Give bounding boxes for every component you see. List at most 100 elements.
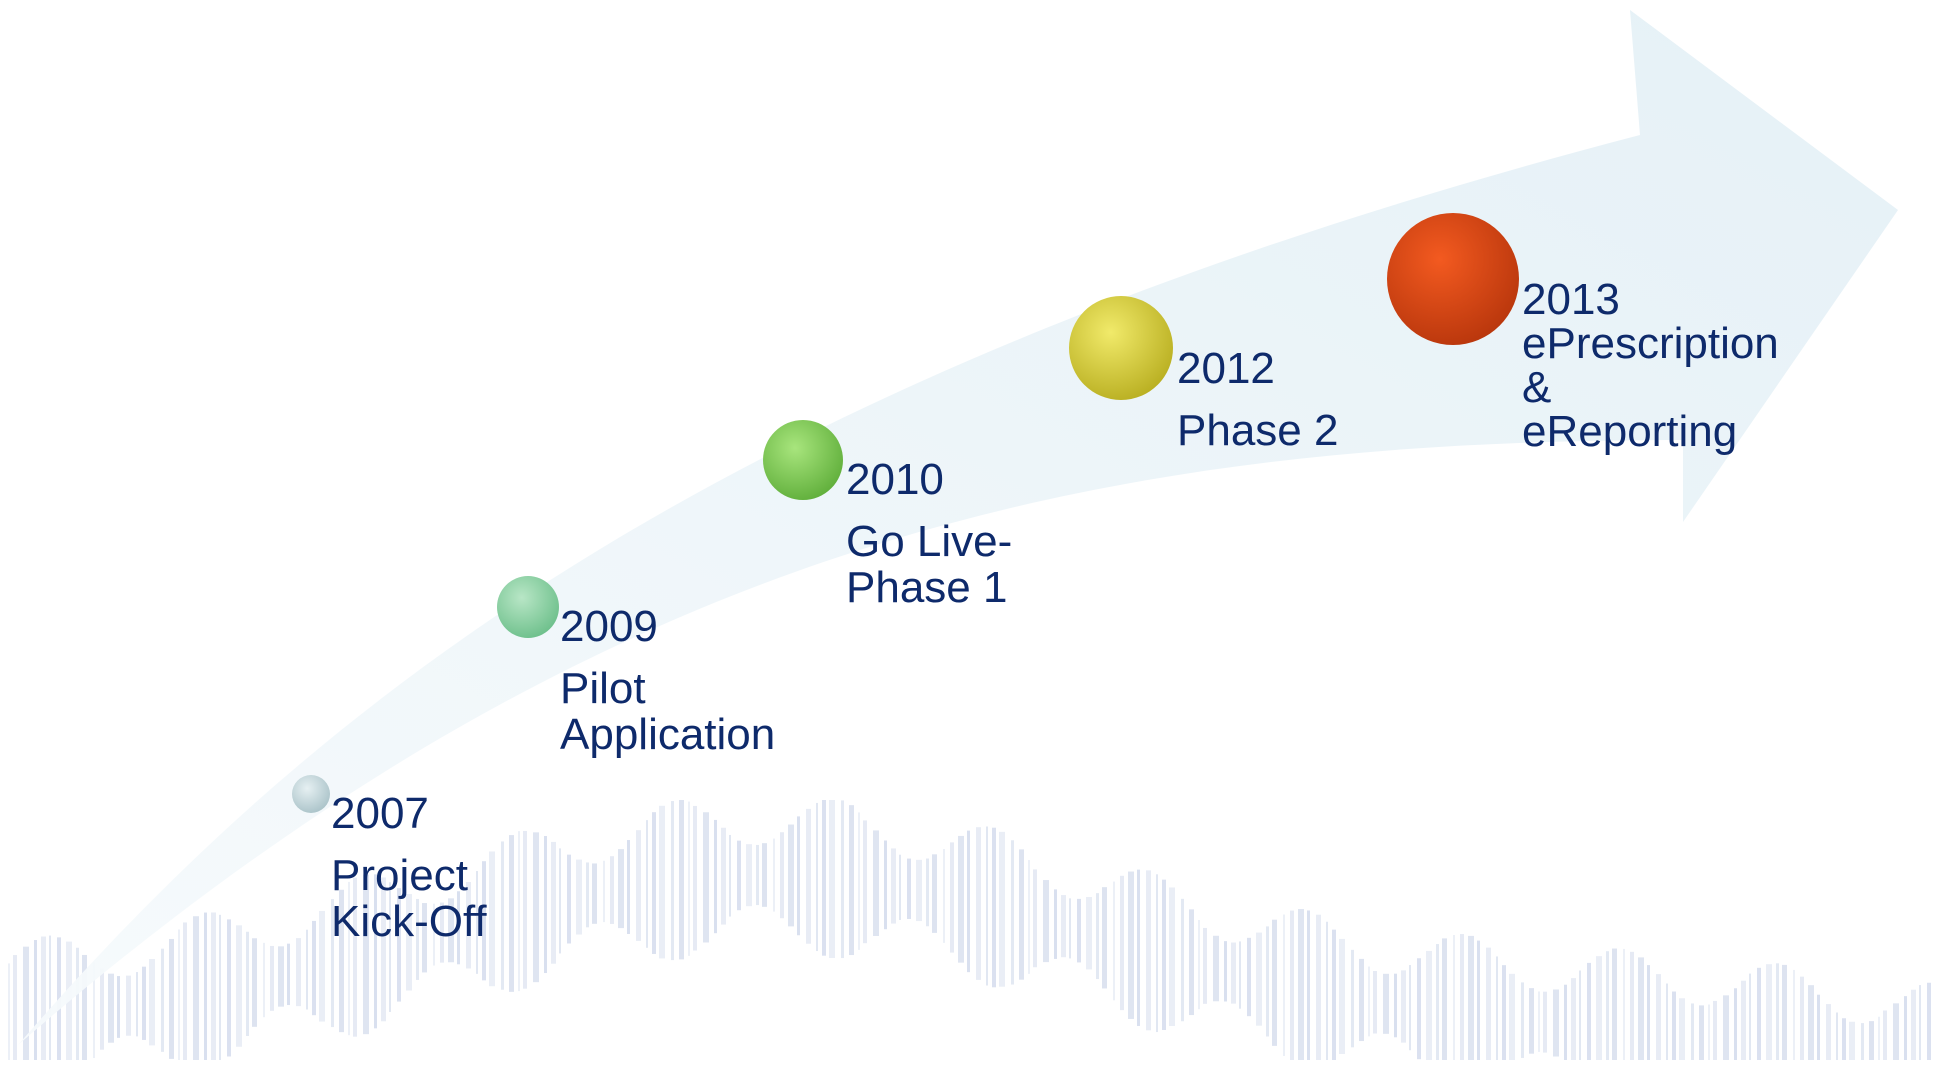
barcode-stripe: [1028, 860, 1030, 974]
barcode-stripe: [1436, 944, 1439, 1060]
milestone-2007: 2007 Project Kick-Off: [331, 791, 487, 945]
barcode-stripe: [416, 898, 419, 980]
barcode-stripe: [1069, 898, 1071, 959]
barcode-stripe: [986, 826, 988, 986]
barcode-stripe: [926, 858, 929, 927]
barcode-stripe: [671, 801, 674, 961]
barcode-stripe: [1699, 1005, 1704, 1060]
barcode-stripe: [1290, 910, 1294, 1060]
barcode-stripe: [1553, 989, 1559, 1057]
barcode-stripe: [1102, 887, 1107, 989]
barcode-stripe: [976, 827, 981, 980]
milestone-year: 2013: [1522, 275, 1620, 324]
barcode-stripe: [482, 861, 486, 981]
barcode-stripe: [992, 827, 996, 988]
barcode-stripe: [397, 888, 401, 1002]
milestone-year: 2012: [1177, 344, 1275, 393]
barcode-stripe: [816, 802, 818, 952]
barcode-stripe: [1630, 951, 1634, 1060]
barcode-stripe: [1723, 995, 1729, 1060]
barcode-stripe: [907, 858, 911, 919]
barcode-stripe: [246, 931, 249, 1036]
barcode-stripe: [1666, 983, 1668, 1060]
barcode-stripe: [1911, 989, 1916, 1060]
barcode-stripe: [858, 812, 860, 950]
barcode-stripe: [737, 840, 741, 911]
barcode-stripe: [1054, 889, 1057, 959]
barcode-stripe: [1496, 956, 1498, 1060]
barcode-stripe: [1776, 963, 1779, 1060]
barcode-stripe: [627, 840, 630, 934]
barcode-stripe: [1146, 870, 1151, 1031]
barcode-stripe: [1757, 967, 1761, 1060]
barcode-stripe: [319, 910, 325, 1022]
barcode-stripe: [1239, 941, 1241, 1009]
barcode-stripe: [1113, 881, 1115, 1001]
barcode-stripe: [1368, 966, 1370, 1037]
barcode-stripe: [1486, 947, 1491, 1060]
barcode-stripe: [1453, 935, 1455, 1060]
barcode-stripe: [646, 820, 648, 948]
barcode-stripe: [1224, 941, 1227, 1002]
barcode-stripe: [501, 841, 504, 990]
barcode-stripe: [287, 943, 290, 1006]
barcode-stripe: [76, 947, 79, 1060]
barcode-stripe: [1417, 958, 1421, 1060]
barcode-stripe: [1019, 849, 1024, 980]
barcode-stripe: [1033, 869, 1037, 968]
barcode-stripe: [1256, 932, 1262, 1026]
milestone-2012-dot: [1069, 296, 1173, 400]
barcode-stripe: [1878, 1016, 1880, 1060]
barcode-stripe: [652, 812, 656, 954]
barcode-stripe: [762, 843, 767, 907]
barcode-stripe: [1672, 991, 1676, 1060]
milestone-2013-dot: [1387, 213, 1519, 345]
barcode-stripe: [448, 898, 454, 963]
barcode-stripe: [1869, 1021, 1874, 1060]
barcode-stripe: [108, 973, 114, 1043]
barcode-stripe: [1477, 940, 1480, 1060]
milestone-label: Go Live- Phase 1: [846, 517, 1013, 612]
barcode-stripe: [236, 925, 242, 1047]
barcode-stripe: [489, 851, 495, 987]
barcode-stripe: [659, 805, 665, 959]
barcode-stripe: [544, 836, 547, 974]
barcode-stripe: [353, 877, 357, 1037]
barcode-stripe: [1538, 991, 1540, 1052]
barcode-stripe: [806, 808, 811, 944]
barcode-stripe: [374, 874, 377, 1029]
barcode-stripe: [169, 938, 174, 1059]
barcode-stripe: [1077, 898, 1081, 963]
barcode-stripe: [1011, 840, 1014, 985]
barcode-stripe: [183, 922, 187, 1060]
barcode-stripe: [1656, 974, 1661, 1060]
barcode-stripe: [873, 830, 879, 936]
barcode-stripe: [714, 819, 717, 934]
barcode-stripe: [1128, 871, 1134, 1019]
barcode-stripe: [1351, 949, 1354, 1048]
barcode-stripe: [263, 942, 265, 1018]
barcode-stripe: [193, 916, 199, 1060]
barcode-stripe: [1096, 893, 1099, 980]
barcode-stripe: [1460, 934, 1464, 1060]
milestone-2010: 2010 Go Live- Phase 1: [846, 457, 1012, 611]
barcode-stripe: [389, 882, 391, 1012]
barcode-stripe: [592, 863, 597, 924]
barcode-stripe: [363, 874, 369, 1035]
barcode-stripe: [23, 946, 29, 1060]
barcode-stripe: [252, 938, 257, 1027]
barcode-stripe: [219, 914, 221, 1060]
barcode-stripe: [1509, 973, 1515, 1060]
barcode-stripe: [999, 831, 1005, 987]
barcode-stripe: [1826, 1004, 1831, 1060]
barcode-stripe: [1638, 957, 1644, 1060]
barcode-stripe: [1612, 948, 1617, 1060]
barcode-stripe: [1061, 895, 1066, 958]
barcode-stripe: [1691, 1003, 1694, 1060]
barcode-stripe: [1842, 1018, 1846, 1060]
barcode-stripe: [693, 805, 697, 951]
barcode-stripe: [603, 860, 605, 923]
barcode-stripe: [1231, 942, 1236, 1004]
barcode-stripe: [1817, 994, 1820, 1060]
barcode-stripe: [586, 862, 589, 928]
